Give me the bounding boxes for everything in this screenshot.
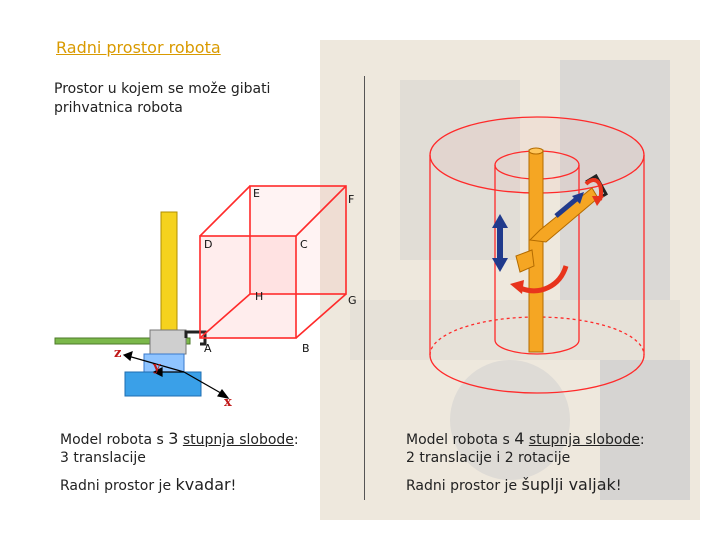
point-H: H xyxy=(255,290,264,303)
divider xyxy=(364,76,365,500)
point-E: E xyxy=(253,187,260,200)
vertical-translation-arrow-icon xyxy=(492,214,508,272)
left-dof-number: 3 xyxy=(168,429,179,448)
left-result: Radni prostor je kvadar! xyxy=(60,475,237,495)
right-motion-desc: 2 translacije i 2 rotacije xyxy=(406,450,571,466)
axis-label-x: x xyxy=(224,395,232,410)
point-C: C xyxy=(300,238,308,251)
base-rotation-arrow-icon xyxy=(519,265,569,294)
point-D: D xyxy=(204,238,213,251)
right-result: Radni prostor je šuplji valjak! xyxy=(406,475,622,495)
grey-carriage xyxy=(149,329,187,355)
left-result-shape: kvadar xyxy=(175,475,231,494)
radial-translation-arrow-icon xyxy=(554,192,584,218)
axis-label-z: z xyxy=(114,346,122,361)
orange-arm xyxy=(528,187,599,243)
right-caption: Model robota s 4 stupnja slobode: 2 tran… xyxy=(406,429,645,467)
gripper-icon xyxy=(184,330,207,346)
right-dof-link: stupnja slobode xyxy=(528,432,640,448)
point-F: F xyxy=(348,193,355,206)
green-rail xyxy=(54,337,191,345)
right-dof-number: 4 xyxy=(514,429,525,448)
intro-text: Prostor u kojem se može gibati prihvatni… xyxy=(54,81,271,116)
point-G: G xyxy=(348,294,357,307)
background-robot-photo xyxy=(320,40,700,520)
axis-label-y: y xyxy=(153,360,161,375)
point-B: B xyxy=(302,342,310,355)
page-title: Radni prostor robota xyxy=(56,38,221,57)
point-A: A xyxy=(204,342,212,355)
left-caption: Model robota s 3 stupnja slobode: 3 tran… xyxy=(60,429,299,467)
coordinate-axes xyxy=(122,351,230,399)
right-result-shape: šuplji valjak xyxy=(521,475,616,494)
cube-workspace xyxy=(199,185,347,339)
arm-joint xyxy=(515,249,535,273)
left-motion-desc: 3 translacije xyxy=(60,450,146,466)
left-dof-link: stupnja slobode xyxy=(182,432,294,448)
